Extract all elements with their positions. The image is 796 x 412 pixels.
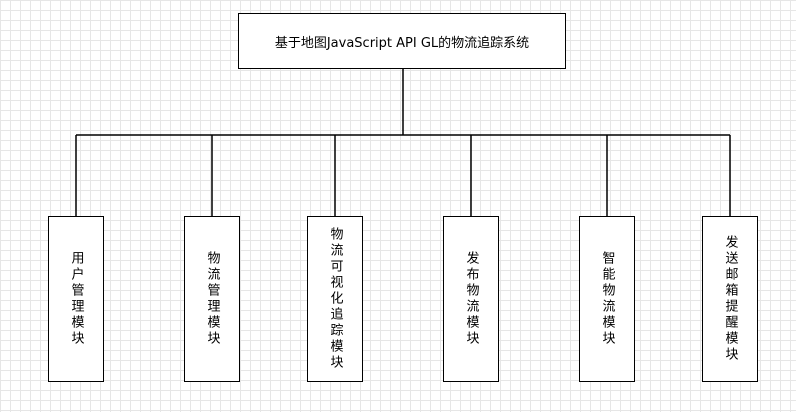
module-node-user-management: 用户管理模块 — [48, 216, 104, 382]
module-node-smart-logistics: 智能物流模块 — [579, 216, 635, 382]
module-node-logistics-visual-tracking: 物流可视化追踪模块 — [307, 216, 363, 382]
module-node-publish-logistics: 发布物流模块 — [443, 216, 499, 382]
module-node-label: 发送邮箱提醒模块 — [722, 235, 738, 363]
module-node-logistics-management: 物流管理模块 — [184, 216, 240, 382]
module-node-email-reminder: 发送邮箱提醒模块 — [702, 216, 758, 382]
module-node-label: 物流管理模块 — [204, 251, 220, 347]
root-node-label: 基于地图JavaScript API GL的物流追踪系统 — [274, 35, 530, 51]
module-node-label: 物流可视化追踪模块 — [327, 227, 343, 371]
root-node: 基于地图JavaScript API GL的物流追踪系统 — [238, 13, 566, 69]
module-node-label: 智能物流模块 — [599, 251, 615, 347]
module-node-label: 发布物流模块 — [463, 251, 479, 347]
module-node-label: 用户管理模块 — [68, 251, 84, 347]
